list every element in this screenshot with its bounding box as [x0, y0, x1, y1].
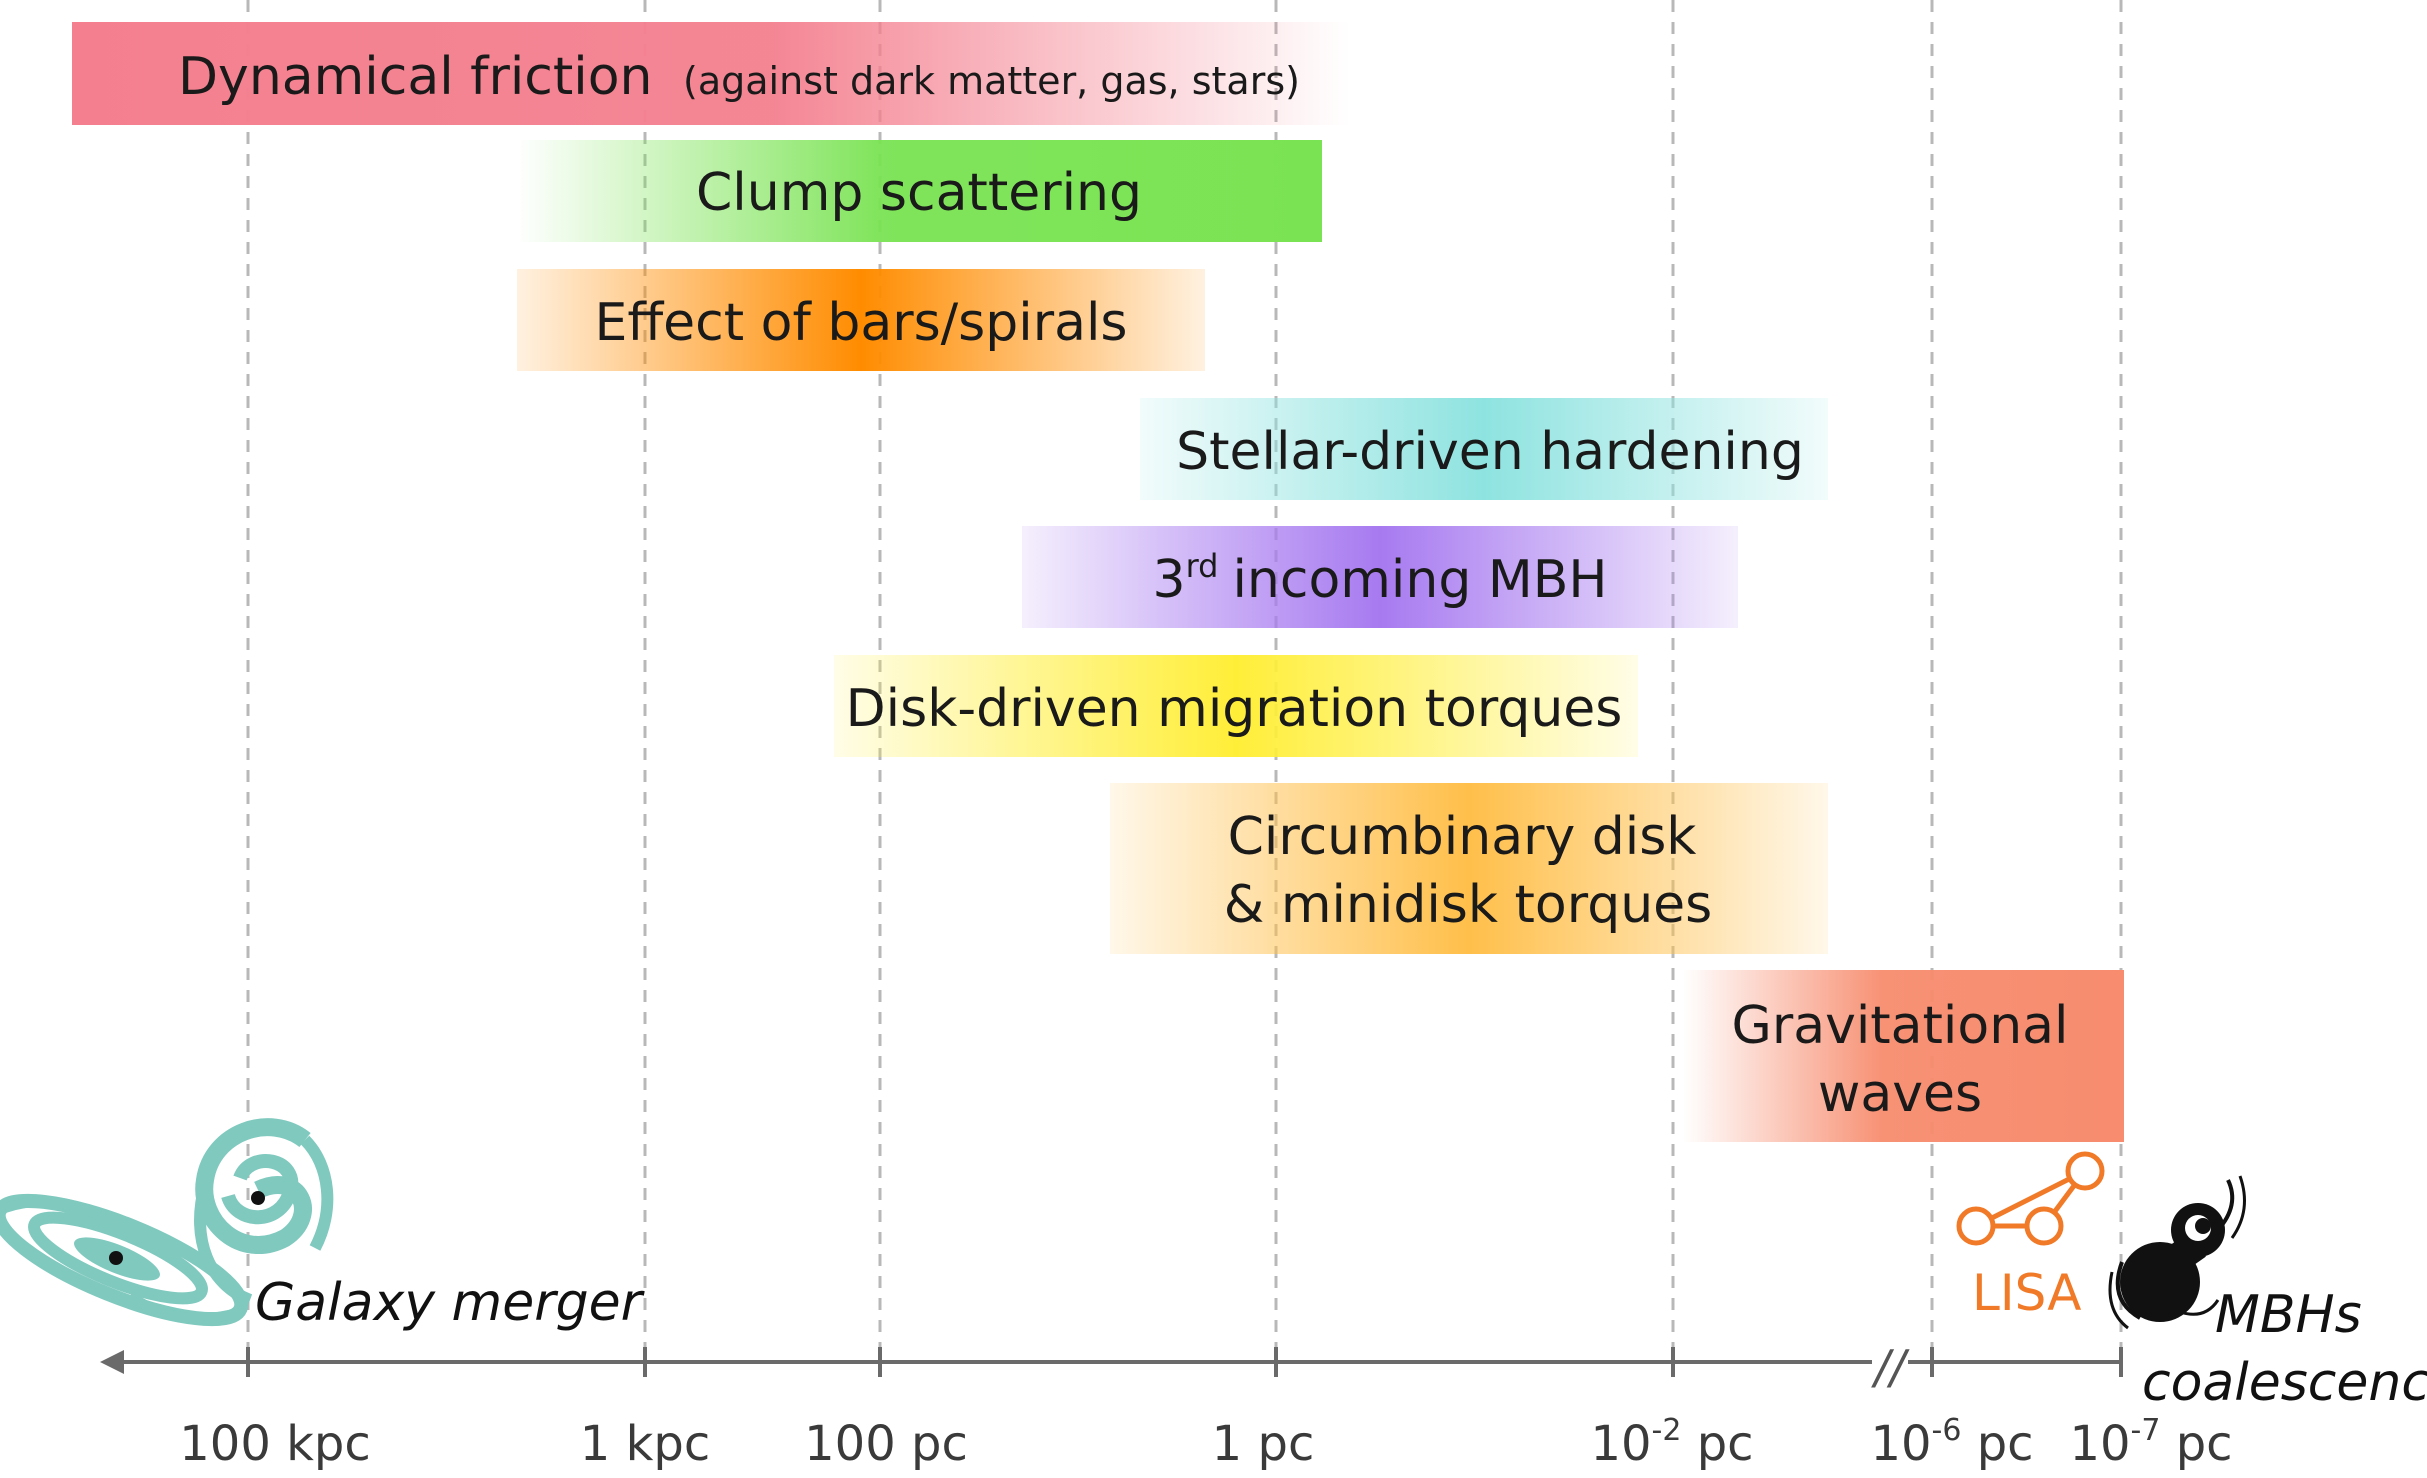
mbhs-label-line1: MBHs — [2215, 1285, 2362, 1345]
axis-arrowhead — [100, 1350, 124, 1374]
bar-circumbinary — [1110, 783, 1828, 954]
merging-black-holes-icon — [2108, 1175, 2246, 1330]
tick-label-1e-2pc: 10-2 pc — [1590, 1413, 1753, 1472]
label-clump-scattering: Clump scattering — [696, 163, 1142, 223]
axis-break-gap — [1872, 1352, 1908, 1372]
bar-disk-migration — [834, 655, 1638, 757]
tick-label-100pc: 100 pc — [804, 1416, 968, 1472]
tick-label-1e-6pc: 10-6 pc — [1870, 1413, 2033, 1472]
distance-axis: // 100 kpc 1 kpc 100 pc 1 pc 10-2 pc 10-… — [100, 1340, 2233, 1472]
label-disk-migration: Disk-driven migration torques — [846, 679, 1623, 739]
edge-on-galaxy-icon — [0, 1193, 249, 1327]
label-stellar-hardening: Stellar-driven hardening — [1176, 422, 1804, 482]
bar-bars-spirals — [517, 269, 1205, 371]
galaxy-merger-label: Galaxy merger — [255, 1273, 646, 1333]
bar-dynamical-friction — [72, 22, 1350, 125]
spiral-galaxy-icon — [194, 1118, 334, 1306]
mbh-coalescence-illustration: MBHs coalescence — [2108, 1175, 2427, 1413]
label-gw-line1: Gravitational — [1732, 996, 2069, 1056]
tick-label-1kpc: 1 kpc — [580, 1416, 710, 1472]
tick-label-1e-7pc: 10-7 pc — [2069, 1413, 2232, 1472]
process-bars: Dynamical friction (against dark matter,… — [72, 22, 2124, 1142]
label-circumbinary-line2: & minidisk torques — [1224, 875, 1713, 935]
mbhs-label-line2: coalescence — [2142, 1353, 2427, 1413]
lisa-illustration: LISA — [1956, 1151, 2105, 1322]
galaxy-merger-illustration: Galaxy merger — [0, 1118, 646, 1333]
label-bars-spirals: Effect of bars/spirals — [594, 293, 1127, 353]
axis-break-mark: // — [1871, 1340, 1910, 1394]
label-dynamical-friction: Dynamical friction (against dark matter,… — [178, 47, 1300, 107]
tick-label-100kpc: 100 kpc — [179, 1416, 371, 1472]
lisa-label: LISA — [1972, 1264, 2081, 1322]
label-circumbinary-line1: Circumbinary disk — [1228, 807, 1697, 867]
bar-gravitational-waves — [1683, 970, 2124, 1142]
tick-label-1pc: 1 pc — [1212, 1416, 1315, 1472]
bar-stellar-hardening — [1140, 398, 1828, 500]
bar-third-mbh — [1022, 526, 1738, 628]
label-gw-line2: waves — [1818, 1064, 1982, 1124]
lisa-constellation-icon — [1956, 1151, 2105, 1246]
bar-clump-scattering — [517, 140, 1322, 242]
